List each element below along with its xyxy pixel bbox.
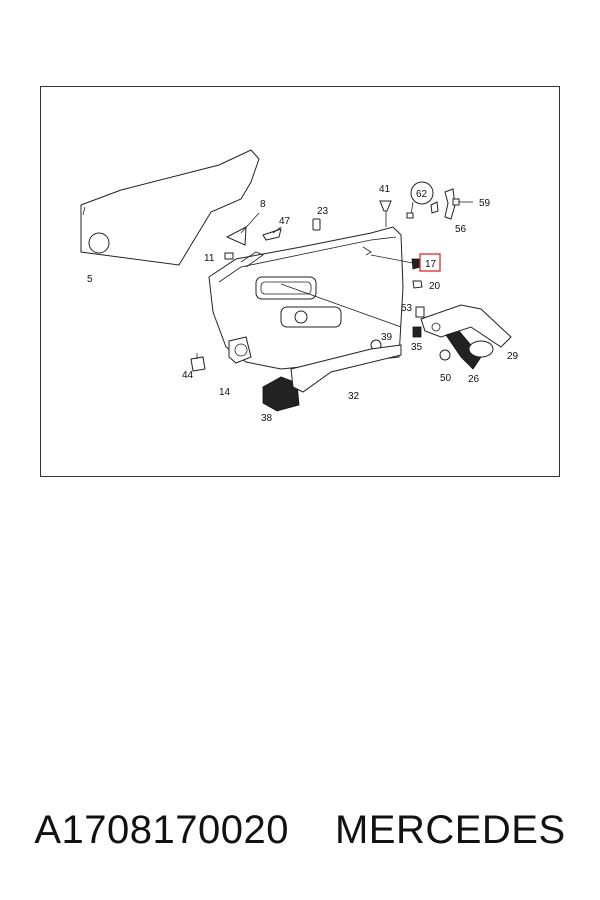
- callout-38: 38: [261, 413, 273, 424]
- part-number: A1708170020: [34, 807, 289, 852]
- callout-62: 62: [416, 189, 428, 200]
- callout-14: 14: [219, 387, 231, 398]
- part-59-screw: [452, 198, 473, 206]
- part-41-clip: [379, 200, 392, 227]
- part-29-door-handle: [420, 304, 512, 348]
- part-56-lock-lever: [430, 188, 456, 220]
- part-20-nut: [412, 280, 423, 289]
- part-44-clip: [190, 353, 206, 372]
- callout-29: 29: [507, 351, 519, 362]
- callout-32: 32: [348, 391, 360, 402]
- callout-53: 53: [401, 303, 413, 314]
- part-17-clip: [370, 254, 421, 270]
- callout-20: 20: [429, 281, 441, 292]
- callout-17: 17: [425, 259, 437, 270]
- callout-44: 44: [182, 370, 194, 381]
- part-8-mirror-trim: [225, 212, 260, 246]
- callout-50: 50: [440, 373, 452, 384]
- callout-17-highlight: 17: [419, 253, 441, 272]
- part-23-clip: [312, 218, 321, 231]
- part-26-bracket: [445, 330, 494, 370]
- part-caption: A1708170020 MERCEDES: [0, 800, 600, 860]
- part-50-screw: [439, 349, 451, 361]
- callout-23: 23: [317, 206, 329, 217]
- callout-59: 59: [479, 198, 491, 209]
- door-panel-exploded-view: 5 8 47 23 41 62 59 56 11 17 20 53 39 35 …: [80, 149, 519, 424]
- part-38-speaker-grille: [262, 376, 300, 412]
- part-32-lower-trim: [290, 344, 402, 393]
- callout-41: 41: [379, 184, 391, 195]
- part-53-clip: [415, 306, 425, 318]
- part-47-cover: [262, 226, 282, 241]
- part-11-screw: [224, 252, 234, 260]
- callout-8: 8: [260, 199, 266, 210]
- parts-diagram: 5 8 47 23 41 62 59 56 11 17 20 53 39 35 …: [40, 86, 560, 477]
- callout-39: 39: [381, 332, 393, 343]
- callout-35: 35: [411, 342, 423, 353]
- brand-name: MERCEDES: [334, 807, 566, 852]
- callout-26: 26: [468, 374, 480, 385]
- part-5-insulation-sheet: [80, 149, 260, 266]
- part-62-cap: [406, 181, 434, 219]
- callout-11: 11: [204, 253, 215, 264]
- callout-56: 56: [455, 224, 467, 235]
- callout-5: 5: [87, 274, 93, 285]
- part-14-door-panel: [208, 226, 404, 370]
- callout-47: 47: [279, 216, 291, 227]
- part-35-spacer: [412, 326, 422, 338]
- highlight-box: [419, 253, 441, 272]
